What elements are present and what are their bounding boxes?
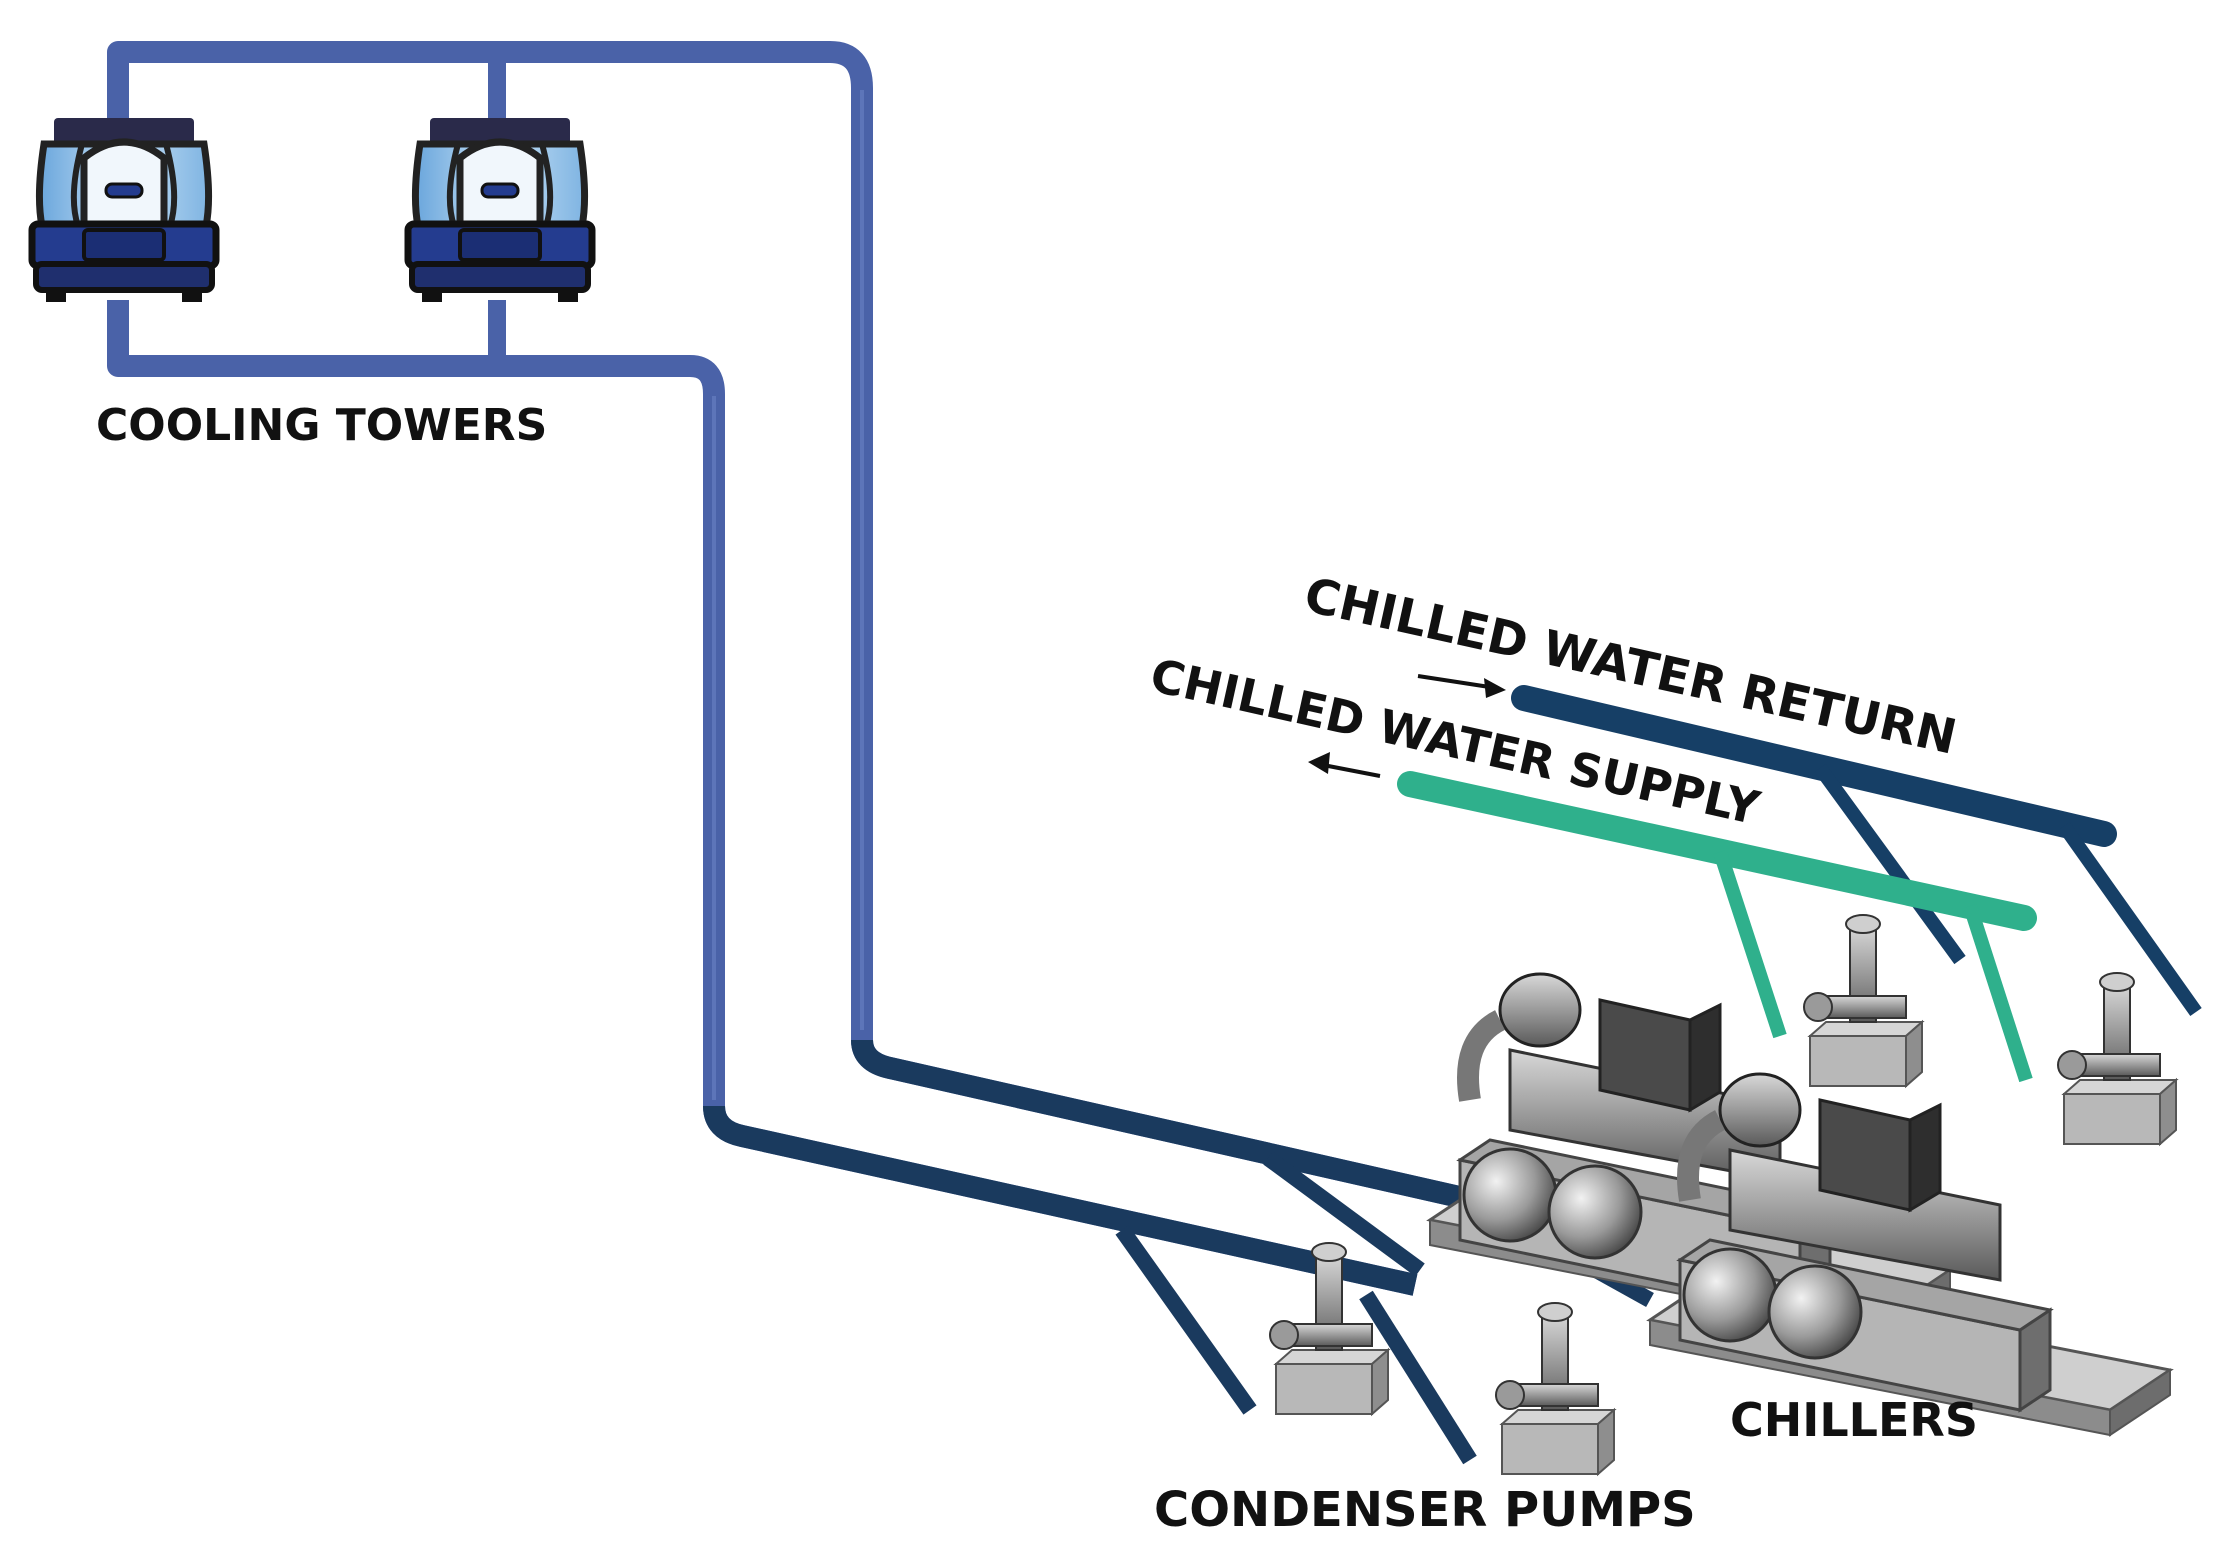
cooling-tower-icon	[32, 118, 216, 302]
label-chillers: CHILLERS	[1730, 1393, 1978, 1447]
chilled-water-supply-pipe	[1397, 771, 2037, 1083]
label-condenser-pumps: CONDENSER PUMPS	[1154, 1482, 1696, 1538]
flow-arrow-icon	[1417, 674, 1506, 698]
pump-icon	[1495, 1302, 1615, 1475]
cooling-tower-icon	[408, 118, 592, 302]
pump-icon	[1803, 914, 1923, 1087]
flow-arrow-icon	[1308, 752, 1381, 778]
label-cooling-towers: COOLING TOWERS	[96, 400, 547, 451]
chilled-water-return-pipe	[1511, 685, 2202, 1017]
pump-icon	[2057, 972, 2177, 1145]
